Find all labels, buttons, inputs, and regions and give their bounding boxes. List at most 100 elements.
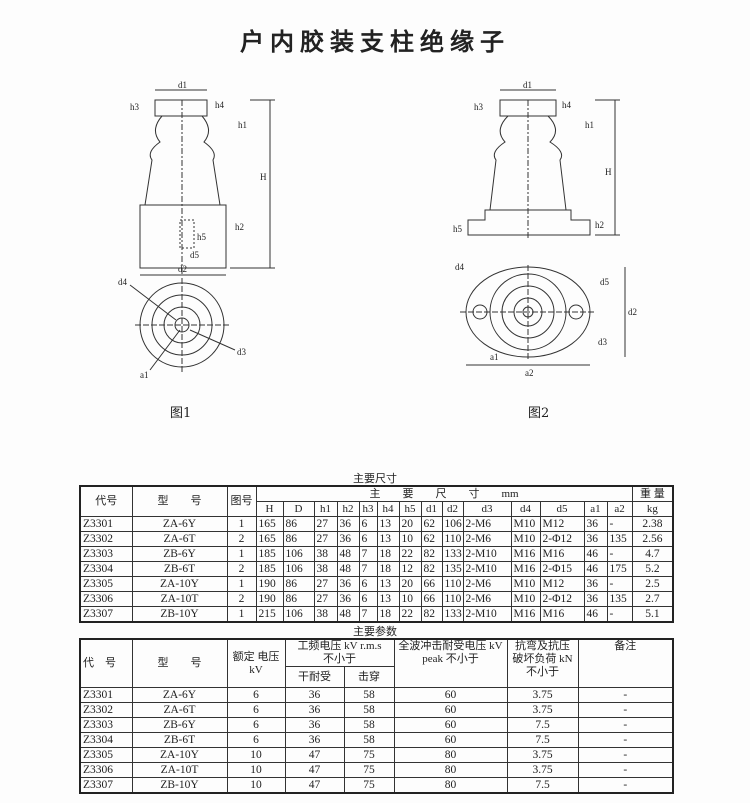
header-col-d4: d4 [510,501,541,517]
figure-1-drawing: d1 h3 h4 h1 H h2 h5 d5 d2 d4 d3 a1 [118,80,275,380]
table-cell: 3.75 [506,702,579,718]
table-cell: ZB-10Y [131,777,228,794]
table-cell: 38 [313,561,338,577]
table-cell: 48 [336,561,360,577]
table-cell: 58 [343,687,395,703]
table-cell: 75 [343,762,395,778]
fig2-label-h4: h4 [562,100,572,110]
table-cell: 80 [393,777,508,794]
table-cell: Z3302 [79,702,133,718]
table-cell: 58 [343,717,395,733]
table-cell: - [577,717,674,733]
header-col-d2: d2 [441,501,464,517]
table-cell: 1 [226,546,257,562]
table-cell: 18 [376,546,400,562]
table-cell: 86 [282,591,315,607]
table-cell: 135 [606,531,633,547]
table-cell: 36 [336,576,360,592]
table-cell: 27 [313,576,338,592]
table-cell: 22 [398,546,422,562]
fig1-label-h5: h5 [197,232,207,242]
table-cell: - [606,516,633,532]
table-cell: M10 [510,591,541,607]
table-cell: 7.5 [506,777,579,794]
table-cell: 36 [336,531,360,547]
table-cell: 6 [358,516,378,532]
figure-1-caption: 图1 [170,406,192,421]
fig2-label-d1: d1 [523,80,532,90]
table-cell: 86 [282,531,315,547]
table-cell: 7 [358,606,378,623]
fig2-label-a1: a1 [490,352,499,362]
table-cell: ZA-6T [131,531,228,547]
table-cell: ZB-6Y [131,717,228,733]
table-cell: 2-M6 [462,516,512,532]
table-cell: 36 [284,717,345,733]
table-cell: 106 [441,516,464,532]
table-cell: 13 [376,591,400,607]
table-cell: - [577,747,674,763]
table-cell: 27 [313,531,338,547]
table-cell: 60 [393,717,508,733]
fig2-label-h5: h5 [453,224,463,234]
table-cell: 2.5 [631,576,674,592]
parameters-table: 代 号 型 号 额定 电压 kV 工频电压 kV r.m.s 不小于 全波冲击耐… [79,638,675,794]
table-cell: ZB-6T [131,561,228,577]
table-cell: 62 [420,516,443,532]
table-cell: 10 [226,762,286,778]
table-cell: 75 [343,777,395,794]
table-cell: ZB-6T [131,732,228,748]
header-col-h3: h3 [358,501,378,517]
table-cell: 1 [226,606,257,623]
table-cell: 2 [226,531,257,547]
table-cell: 2-Φ12 [539,591,585,607]
table-cell: 46 [583,546,608,562]
table-cell: 18 [376,561,400,577]
table-cell: 106 [282,546,315,562]
table-cell: 60 [393,732,508,748]
table-cell: 10 [226,777,286,794]
header-col-h2: h2 [336,501,360,517]
table-cell: ZA-10T [131,591,228,607]
table-cell: 60 [393,702,508,718]
table-cell: M16 [510,606,541,623]
table-cell: 80 [393,747,508,763]
table-cell: M12 [539,576,585,592]
parameters-table-title: 主要参数 [353,625,397,638]
table-cell: - [577,702,674,718]
table-cell: Z3307 [79,777,133,794]
table-cell: 7 [358,561,378,577]
table-cell: 3.75 [506,762,579,778]
table-cell: 7.5 [506,717,579,733]
page-title: 户内胶装支柱绝缘子 [240,28,510,56]
table-cell: 185 [255,561,284,577]
table-cell: 80 [393,762,508,778]
header-col-a2: a2 [606,501,633,517]
table-cell: 27 [313,516,338,532]
fig1-label-H: H [260,172,267,182]
table-cell: 110 [441,531,464,547]
table-cell: 82 [420,561,443,577]
fig1-label-d3: d3 [237,347,247,357]
table-cell: 48 [336,606,360,623]
table-cell: 6 [226,702,286,718]
table-cell: 47 [284,762,345,778]
table-cell: 190 [255,576,284,592]
table-cell: 2.7 [631,591,674,607]
table-cell: 2-M10 [462,561,512,577]
table-cell: - [606,576,633,592]
table-cell: 2-M10 [462,546,512,562]
header-col-d1: d1 [420,501,443,517]
table-cell: M10 [510,516,541,532]
fig1-label-h2: h2 [235,222,244,232]
header-col-h1: h1 [313,501,338,517]
table-cell: 185 [255,546,284,562]
table-cell: 3.75 [506,687,579,703]
